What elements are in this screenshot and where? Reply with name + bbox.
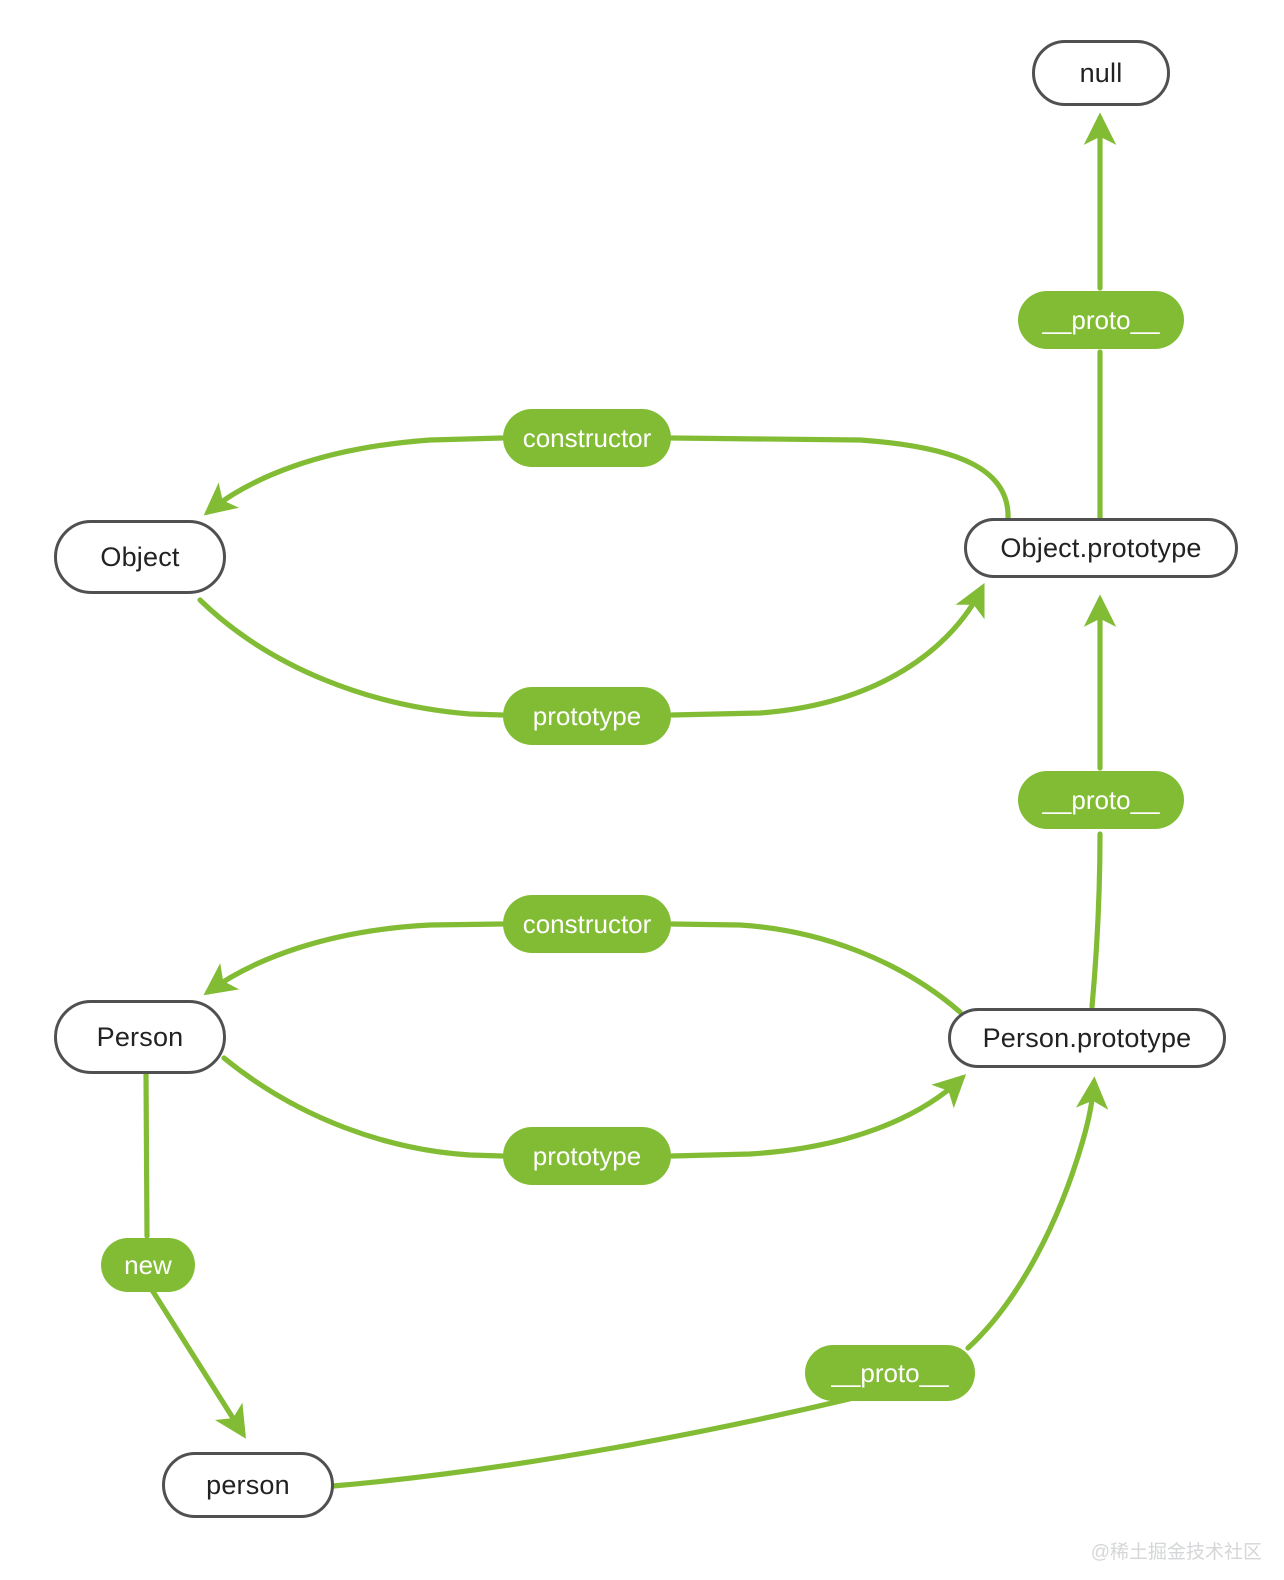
edge-object-prototype-left bbox=[197, 597, 505, 718]
node-person-prototype[interactable]: Person.prototype bbox=[948, 1008, 1226, 1068]
node-person-instance[interactable]: person bbox=[162, 1452, 334, 1518]
node-person[interactable]: Person bbox=[54, 1000, 226, 1074]
node-null-label: null bbox=[1079, 57, 1123, 88]
edge-prototype-to-personprototype bbox=[669, 1074, 967, 1159]
node-object-prototype-label: Object.prototype bbox=[1000, 532, 1202, 563]
edge-proto-to-personprototype bbox=[965, 1076, 1109, 1351]
edge-personprototype-person bbox=[669, 921, 963, 1015]
node-object-label: Object bbox=[100, 541, 180, 572]
edge-label-text: __proto__ bbox=[1042, 784, 1160, 815]
node-person-instance-label: person bbox=[206, 1469, 290, 1500]
edge-person-new-instance bbox=[143, 1071, 243, 1434]
node-object[interactable]: Object bbox=[54, 520, 226, 594]
edge-label-proto-personprototype-objectprototype[interactable]: __proto__ bbox=[1018, 771, 1184, 829]
edge-objectprototype-object bbox=[669, 435, 1011, 522]
edge-label-new[interactable]: new bbox=[101, 1238, 195, 1292]
edge-constructor-to-object bbox=[203, 435, 505, 516]
edge-constructor-to-person bbox=[203, 921, 505, 996]
edge-label-text: new bbox=[124, 1249, 172, 1280]
edge-label-text: __proto__ bbox=[831, 1357, 949, 1388]
edge-label-text: prototype bbox=[532, 1140, 642, 1171]
node-null[interactable]: null bbox=[1032, 40, 1170, 106]
edge-label-text: constructor bbox=[522, 908, 652, 939]
edge-prototype-to-objectprototype bbox=[669, 582, 985, 718]
edge-label-prototype-object[interactable]: prototype bbox=[503, 687, 671, 745]
watermark: @稀土掘金技术社区 bbox=[1090, 1542, 1262, 1563]
edge-personprototype-objectprototype bbox=[1092, 600, 1100, 1010]
edge-label-prototype-person[interactable]: prototype bbox=[503, 1127, 671, 1185]
edge-label-proto-objectprototype-null[interactable]: __proto__ bbox=[1018, 291, 1184, 349]
edge-label-text: __proto__ bbox=[1042, 304, 1160, 335]
edge-label-text: constructor bbox=[522, 422, 652, 453]
edge-label-proto-instance-personprototype[interactable]: __proto__ bbox=[805, 1345, 975, 1401]
edge-person-personprototype-left bbox=[221, 1055, 505, 1159]
node-object-prototype[interactable]: Object.prototype bbox=[964, 518, 1238, 578]
edge-label-constructor-person[interactable]: constructor bbox=[503, 895, 671, 953]
node-person-prototype-label: Person.prototype bbox=[982, 1022, 1192, 1053]
edge-label-text: prototype bbox=[532, 700, 642, 731]
edge-label-constructor-object[interactable]: constructor bbox=[503, 409, 671, 467]
edge-instance-personprototype-lower bbox=[330, 1387, 891, 1489]
node-person-label: Person bbox=[96, 1021, 184, 1052]
